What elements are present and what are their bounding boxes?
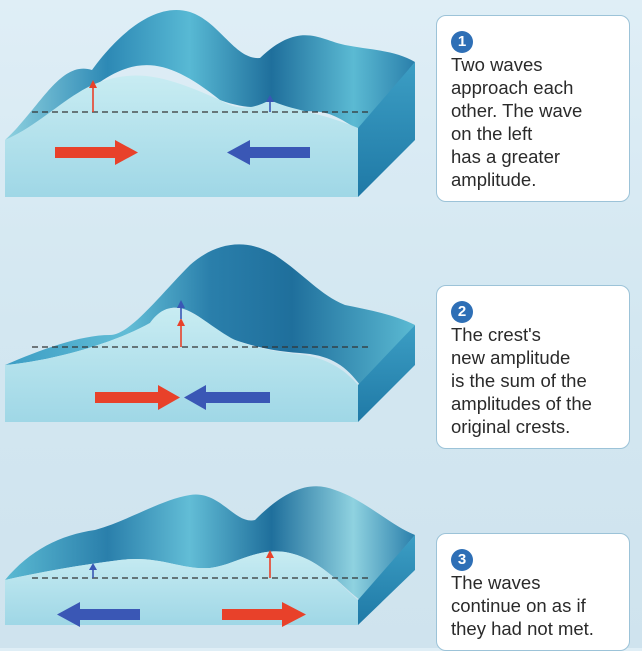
- callout-text-line: original crests.: [451, 416, 571, 437]
- callout-text-line: has a greater: [451, 146, 561, 167]
- wave-diagram-step-2: [5, 244, 415, 422]
- wave-surface: [5, 486, 415, 600]
- blue-arrow-left-icon: [184, 385, 270, 410]
- amplitude-marker-icon: [177, 318, 185, 347]
- wave-diagram-step-1: [5, 10, 415, 197]
- callout-text-line: amplitudes of the: [451, 393, 592, 414]
- wave-diagram-step-3: [5, 486, 415, 627]
- water-side-face: [358, 325, 415, 422]
- wave-surface: [5, 10, 415, 140]
- wave-surface: [5, 244, 415, 385]
- amplitude-marker-icon: [177, 300, 185, 319]
- callout-text-line: new amplitude: [451, 347, 571, 368]
- red-arrow-right-icon: [222, 602, 306, 627]
- water-side-face: [358, 62, 415, 197]
- step-number-badge: 2: [451, 301, 473, 323]
- blue-arrow-left-icon: [57, 602, 140, 627]
- amplitude-marker-icon: [266, 550, 274, 578]
- callout-text-line: they had not met.: [451, 618, 594, 639]
- water-side-face: [358, 535, 415, 625]
- step-number-badge: 1: [451, 31, 473, 53]
- callout-text-line: Two waves: [451, 54, 543, 75]
- amplitude-marker-icon: [89, 563, 97, 578]
- red-arrow-right-icon: [95, 385, 180, 410]
- step-number-badge: 3: [451, 549, 473, 571]
- callout-text-line: The crest's: [451, 324, 541, 345]
- callout-text-line: amplitude.: [451, 169, 537, 190]
- callout-text-line: other. The wave: [451, 100, 583, 121]
- blue-arrow-left-icon: [227, 140, 310, 165]
- callout-text-line: is the sum of the: [451, 370, 587, 391]
- red-arrow-right-icon: [55, 140, 138, 165]
- amplitude-marker-icon: [89, 80, 97, 112]
- callout-text-line: approach each: [451, 77, 574, 98]
- callout-text-line: continue on as if: [451, 595, 586, 616]
- callout-text-line: on the left: [451, 123, 533, 144]
- callout-text-line: The waves: [451, 572, 541, 593]
- amplitude-marker-icon: [266, 95, 274, 112]
